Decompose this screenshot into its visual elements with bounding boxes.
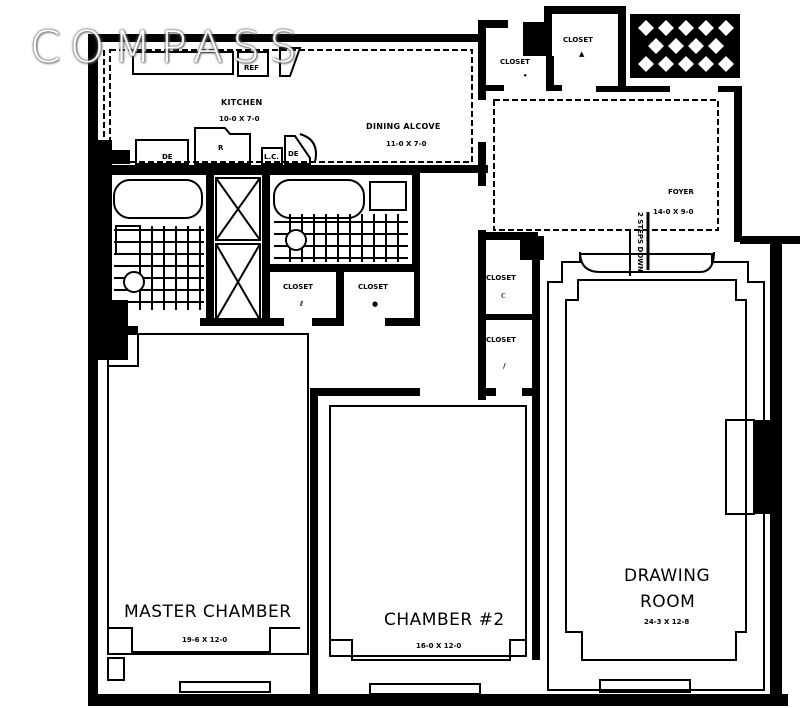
range-label: R [218,144,224,152]
closet-mark-4: ● [372,300,379,308]
closet-mark-1: • [523,72,528,80]
master-chamber-label: MASTER CHAMBER [124,602,292,622]
closet-mark-6: / [503,362,506,370]
master-chamber-dims: 19-6 X 12-0 [182,636,228,644]
kitchen-dims: 10-0 X 7-0 [219,115,260,123]
de-label: DE [288,150,299,158]
closet-mark-5: ℂ [501,292,507,300]
compass-watermark: COMPASS [30,22,306,73]
ref-label: REF [244,64,259,72]
closet-label-6: CLOSET [486,336,516,344]
closet-label-1: CLOSET [500,58,530,66]
closet-label-3: CLOSET [283,283,313,291]
chamber-2-label: CHAMBER #2 [384,610,505,630]
closet-mark-2: ▲ [579,50,585,58]
drawing-room-label-line2: ROOM [640,592,696,612]
drawing-room-label-line1: DRAWING [624,566,711,586]
steps-down-note: 2 STEPS DOWN [636,212,644,272]
foyer-label: FOYER [668,188,694,196]
chamber-2-dims: 16-0 X 12-0 [416,642,462,650]
dining-alcove-dims: 11-0 X 7-0 [386,140,427,148]
foyer-dims: 14-0 X 9-0 [653,208,694,216]
closet-label-5: CLOSET [486,274,516,282]
lc-label: L.C. [264,153,279,161]
dw-label: DE [162,153,173,161]
dining-alcove-label: DINING ALCOVE [366,122,441,131]
closet-label-4: CLOSET [358,283,388,291]
drawing-room-dims: 24-3 X 12-8 [644,618,690,626]
closet-label-2: CLOSET [563,36,593,44]
closet-mark-3: ℓ [300,300,304,308]
kitchen-label: KITCHEN [221,98,263,107]
